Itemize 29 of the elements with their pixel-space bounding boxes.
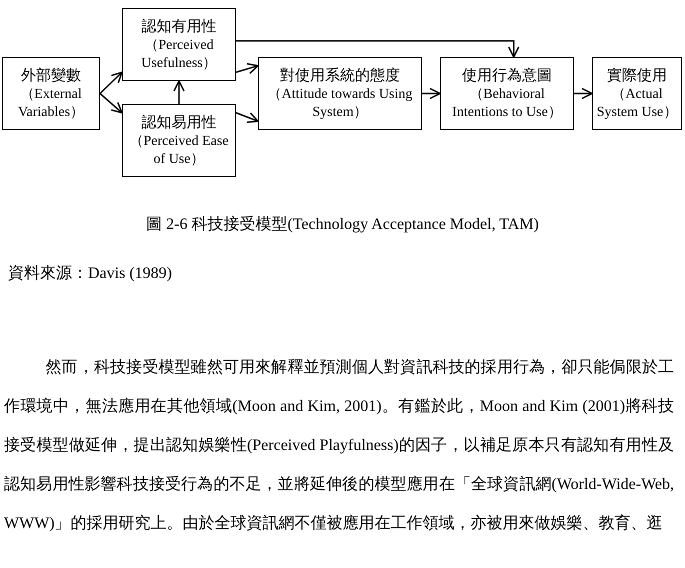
process-box <box>440 57 574 130</box>
process-box <box>592 57 682 130</box>
box-subtitle: （Behavioral Intentions to Use） <box>451 86 563 122</box>
figure-caption: 圖 2-6 科技接受模型(Technology Acceptance Model, TAM) <box>145 214 540 235</box>
process-box <box>2 57 100 130</box>
arrow <box>236 63 259 74</box>
box-subtitle: （Perceived Ease of Use） <box>128 132 230 168</box>
box-subtitle: （Perceived Usefulness） <box>140 36 218 72</box>
arrow <box>236 40 520 58</box>
box-title: 使用行為意圖 <box>462 66 552 86</box>
box-title: 認知易用性 <box>142 114 216 132</box>
box-title: 實際使用 <box>607 66 667 86</box>
box-subtitle: （External Variables） <box>16 86 86 122</box>
source-note: 資料來源：Davis (1989) <box>8 264 172 284</box>
arrow <box>100 92 123 114</box>
body-paragraph: 然而，科技接受模型雖然可用來解釋並預測個人對資訊科技的採用行為，卻只能侷限於工作環境中，無法應用在其他領域(Moon and Kim, 2001)。有鑑於此，Moon and Kim (2001)將科技接受模型做延伸，提出認知娛樂性(Perceived Playfulness)的因子，以補足原本只有認知有用性及認知易用性影響科技接受行為的不足，並將延伸後的模型應用在「全球資訊網(World-Wide-Web, WWW)」的採用研究上。由於全球資訊網不僅被應用在工作領域，亦被用來做娛樂、教育、逛 <box>4 358 674 534</box>
box-title: 認知有用性 <box>142 18 216 36</box>
box-subtitle: （Actual System Use） <box>596 86 678 122</box>
box-subtitle: （Attitude towards Using System） <box>266 86 414 122</box>
process-box <box>122 8 236 81</box>
arrow <box>99 72 123 94</box>
arrow <box>236 112 259 124</box>
box-title: 外部變數 <box>21 66 81 86</box>
box-title: 對使用系統的態度 <box>280 66 400 86</box>
process-box <box>258 57 422 130</box>
process-box <box>122 104 236 177</box>
arrow <box>574 88 593 100</box>
arrow <box>422 88 441 100</box>
arrow <box>173 80 185 104</box>
